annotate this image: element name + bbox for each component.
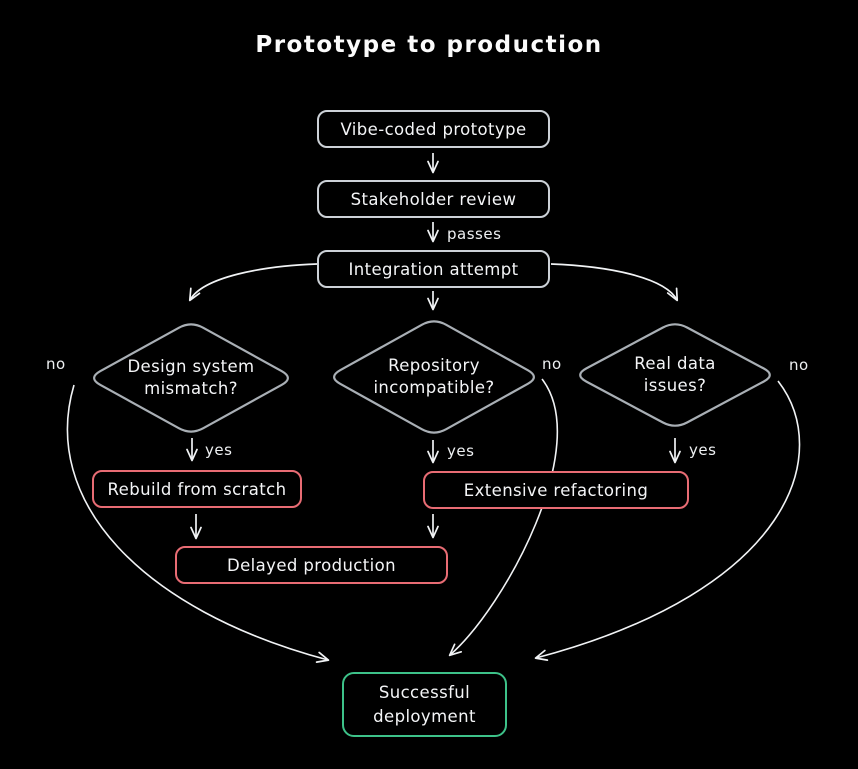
node-label: Integration attempt <box>348 259 519 279</box>
edge-label-yes-repo: yes <box>447 442 475 460</box>
node-label: Rebuild from scratch <box>107 479 287 499</box>
diamond-real-data-issues <box>579 323 771 427</box>
edge-design-no-deployment <box>66 384 330 663</box>
node-integration-attempt: Integration attempt <box>317 250 550 288</box>
label-line: Design system <box>127 356 255 376</box>
node-design-system-mismatch-label: Design system mismatch? <box>106 333 276 423</box>
node-delayed-production: Delayed production <box>175 546 448 584</box>
edge-label-passes: passes <box>447 225 502 243</box>
label-line: Successful <box>378 683 471 703</box>
node-rebuild-from-scratch: Rebuild from scratch <box>92 470 302 508</box>
node-label: Vibe-coded prototype <box>340 119 527 139</box>
node-label: Stakeholder review <box>350 189 517 209</box>
node-label: Extensive refactoring <box>463 480 649 500</box>
edge-label-no-repo: no <box>542 355 562 373</box>
edge-label-yes-design: yes <box>205 441 233 459</box>
node-stakeholder-review: Stakeholder review <box>317 180 550 218</box>
label-line: mismatch? <box>144 379 238 398</box>
edge-label-yes-data: yes <box>689 441 717 459</box>
node-extensive-refactoring: Extensive refactoring <box>423 471 689 509</box>
node-repository-incompatible-label: Repository incompatible? <box>349 332 519 422</box>
edge-integration-design <box>188 263 318 302</box>
edge-label-no-data: no <box>789 356 809 374</box>
node-label: Delayed production <box>227 555 396 575</box>
label-line: Repository <box>388 355 480 375</box>
diamond-design-system-mismatch <box>93 323 289 433</box>
label-line: issues? <box>643 376 707 395</box>
node-vibe-coded-prototype: Vibe-coded prototype <box>317 110 550 148</box>
diamond-repository-incompatible <box>333 320 535 434</box>
label-line: deployment <box>373 706 476 726</box>
edge-realdata-no-deployment <box>534 380 801 661</box>
edge-integration-realdata <box>550 263 679 302</box>
label-line: Real data <box>634 353 716 373</box>
node-real-data-issues-label: Real data issues? <box>590 330 760 420</box>
edge-repository-no-deployment <box>448 378 559 657</box>
edge-label-no-design: no <box>46 355 66 373</box>
node-successful-deployment: Successful deployment <box>342 672 507 737</box>
diagram-title: Prototype to production <box>255 32 603 58</box>
label-line: incompatible? <box>373 378 495 397</box>
